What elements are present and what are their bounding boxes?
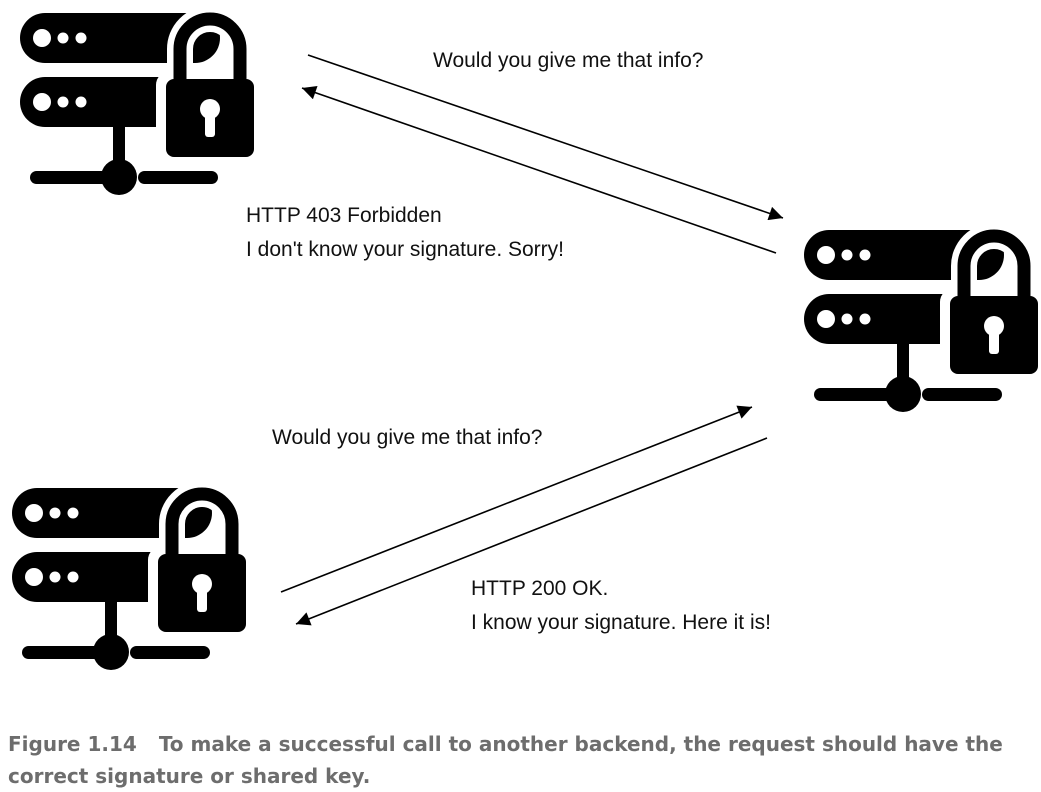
diagram: [0, 0, 1041, 700]
top-response-status: HTTP 403 Forbidden: [246, 204, 442, 227]
figure-caption-text: To make a successful call to another bac…: [8, 732, 1003, 788]
server-with-lock-icon: [12, 488, 256, 670]
bottom-request-arrow: [280, 405, 753, 593]
top-response-arrow: [301, 85, 777, 254]
bottom-request-label: Would you give me that info?: [272, 426, 543, 449]
bottom-response-status: HTTP 200 OK.: [471, 577, 609, 600]
server-with-lock-icon: [20, 13, 264, 195]
server-right: [804, 230, 1041, 412]
server-top-left: [20, 13, 264, 195]
top-request-label: Would you give me that info?: [433, 49, 704, 72]
bottom-response-arrow: [295, 437, 768, 626]
server-with-lock-icon: [804, 230, 1041, 412]
server-bottom-left: [12, 488, 256, 670]
bottom-response-text: I know your signature. Here it is!: [471, 611, 771, 634]
top-request-arrow: [307, 54, 784, 221]
figure-number: Figure 1.14: [8, 732, 137, 756]
top-response-text: I don't know your signature. Sorry!: [246, 238, 564, 261]
